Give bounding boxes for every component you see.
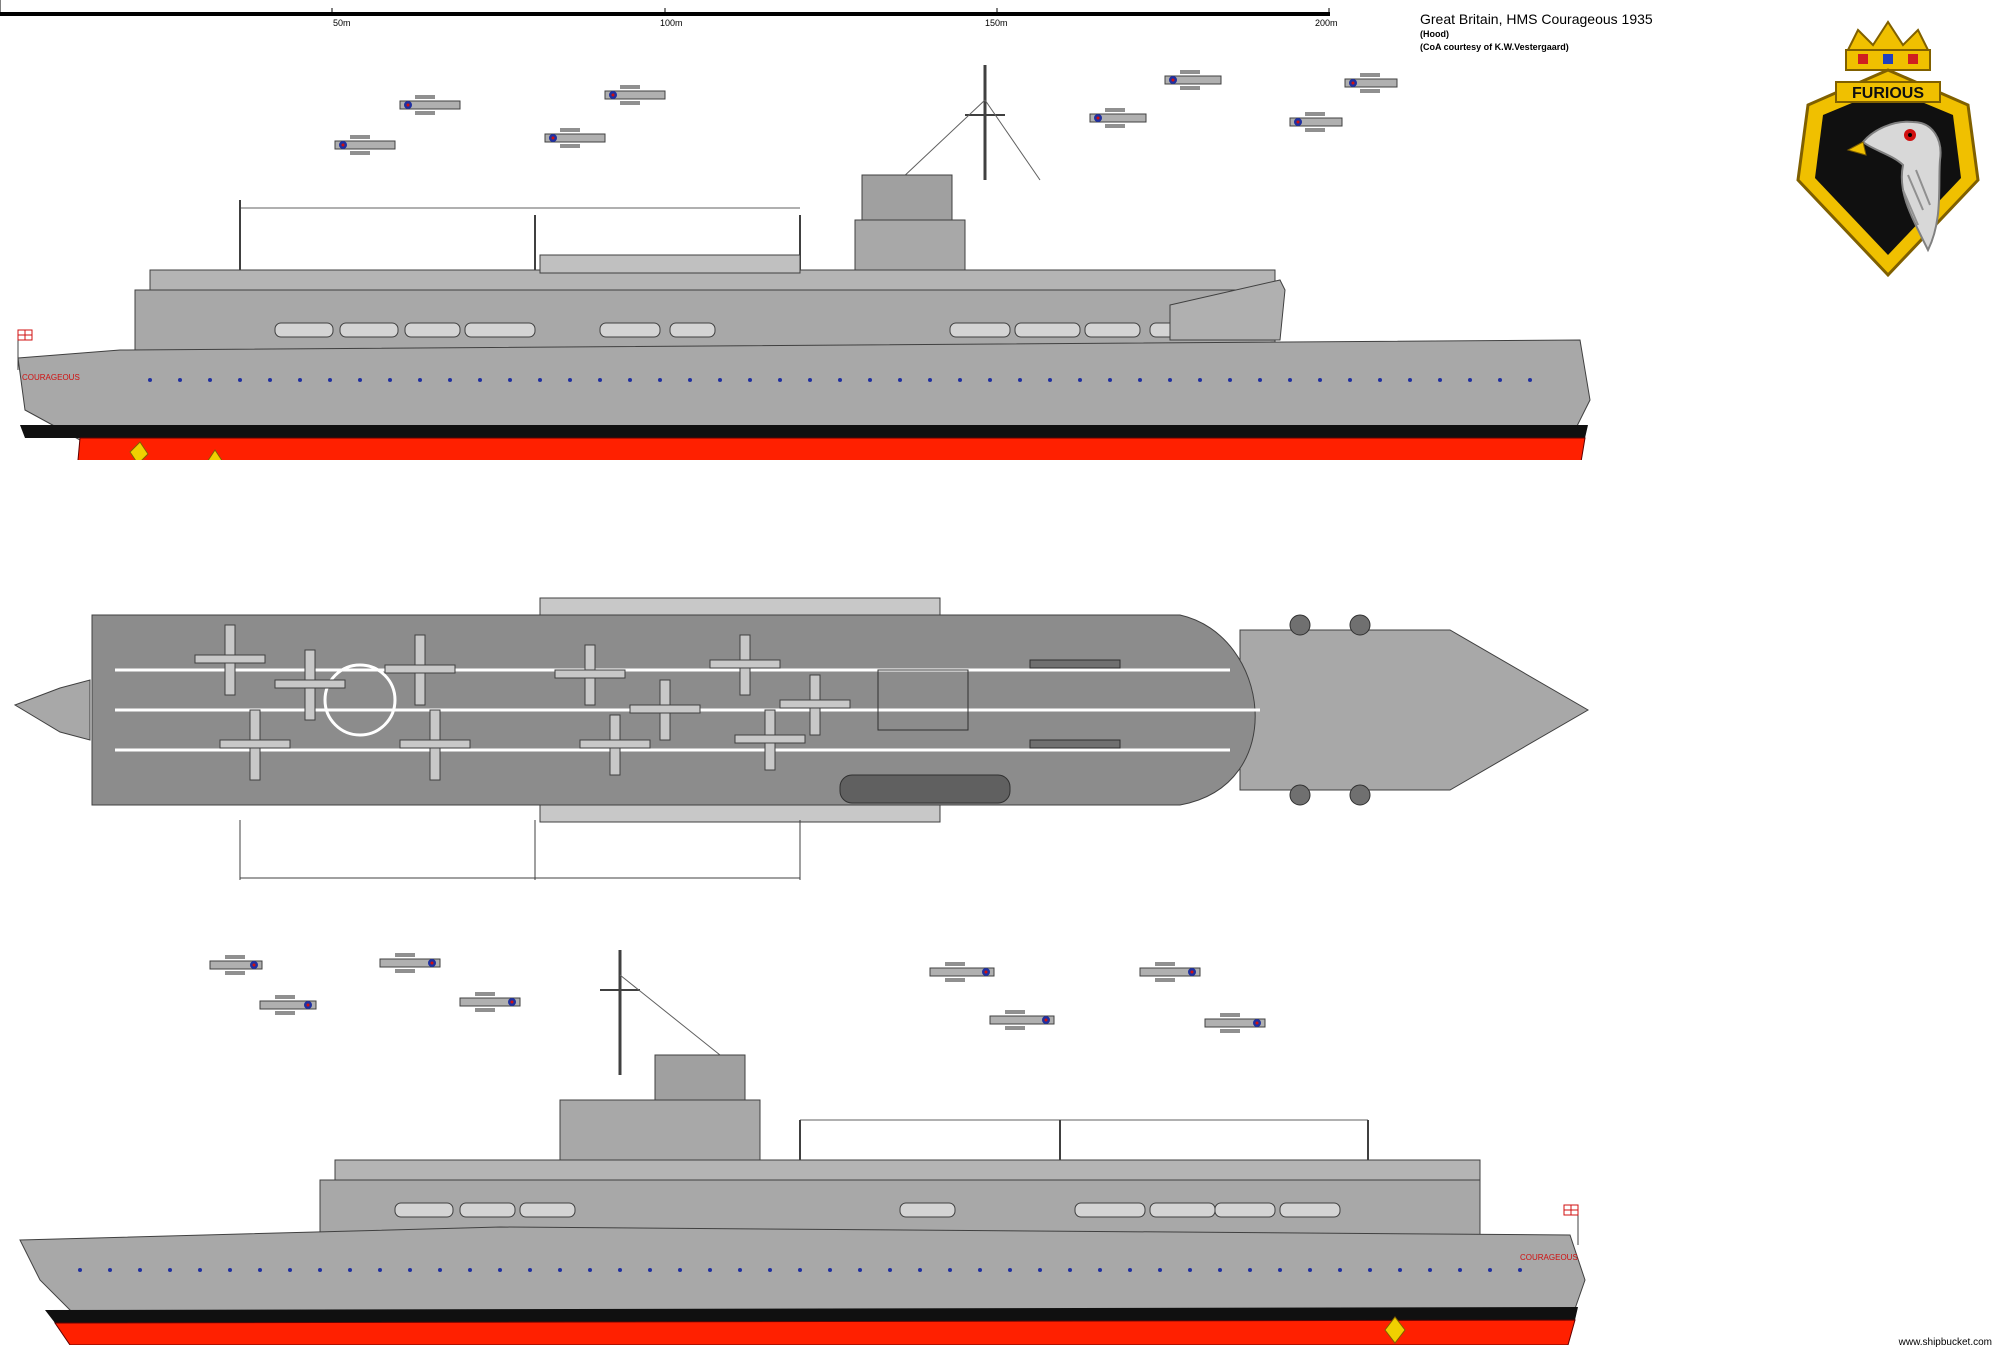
author-credit: (Hood) — [1420, 29, 1449, 39]
hull-name-starboard: COURAGEOUS — [22, 373, 80, 382]
biplane-icon — [1089, 108, 1147, 128]
biplane-icon — [194, 624, 266, 696]
biplane-icon — [929, 962, 995, 982]
scale-tick-200: 200m — [1315, 18, 1338, 28]
biplane-icon — [1139, 962, 1201, 982]
scale-tick-100: 100m — [660, 18, 683, 28]
boot-topping — [20, 425, 1588, 438]
biplane-icon — [579, 714, 651, 776]
propeller-icon — [129, 441, 149, 460]
biplane-icon — [219, 709, 291, 781]
biplane-icon — [1204, 1013, 1266, 1033]
ensign-flag-icon — [17, 329, 33, 370]
aircraft-group-lower — [209, 953, 1266, 1033]
biplane-icon — [604, 85, 666, 105]
biplane-icon — [384, 634, 456, 706]
biplane-icon — [709, 634, 781, 696]
island-port — [559, 1099, 761, 1171]
biplane-icon — [399, 95, 461, 115]
title-block: Great Britain, HMS Courageous 1935 (Hood… — [1420, 10, 1653, 54]
flight-deck-edge-port — [334, 1159, 1481, 1181]
funnel — [861, 174, 953, 221]
ship-crest: FURIOUS — [1796, 20, 1980, 278]
biplane-icon — [554, 644, 626, 706]
forward-lift — [877, 669, 969, 731]
boot-topping-port — [45, 1307, 1578, 1323]
propeller-icon — [1384, 1316, 1406, 1344]
biplane-icon — [459, 992, 521, 1012]
biplane-icon — [379, 953, 441, 973]
hull-name-port: COURAGEOUS — [1520, 1253, 1578, 1262]
biplane-icon — [734, 709, 806, 771]
antifouling-underbody — [77, 437, 1586, 460]
crest-motto: FURIOUS — [1852, 85, 1924, 102]
plan-view — [13, 597, 1589, 880]
biplane-icon — [1289, 112, 1343, 132]
antifouling-underbody-port — [54, 1319, 1576, 1345]
scale-bar — [0, 0, 1330, 16]
biplane-icon — [274, 649, 346, 721]
scale-tick-50: 50m — [333, 18, 351, 28]
drawing-title: Great Britain, HMS Courageous 1935 — [1420, 11, 1653, 27]
biplane-icon — [1164, 70, 1222, 90]
forecastle — [1239, 629, 1589, 791]
port-profile: COURAGEOUS — [19, 950, 1586, 1345]
biplane-icon — [399, 709, 471, 781]
biplane-icon — [629, 679, 701, 741]
biplane-icon — [989, 1010, 1055, 1030]
biplane-icon — [209, 955, 263, 975]
hull-port — [19, 1226, 1586, 1331]
funnel-port — [654, 1054, 746, 1101]
hangar-sides — [134, 289, 1276, 351]
ensign-flag-icon — [1563, 1204, 1579, 1245]
watermark: www.shipbucket.com — [1898, 1337, 1992, 1348]
starboard-profile: COURAGEOUS — [17, 65, 1591, 460]
biplane-icon — [334, 135, 396, 155]
biplane-icon — [544, 128, 606, 148]
naval-crown-icon — [1845, 20, 1931, 71]
propeller-icon — [207, 449, 223, 460]
eagle-head-icon — [1846, 120, 1942, 253]
biplane-icon — [1344, 73, 1398, 93]
biplane-icon — [259, 995, 317, 1015]
aircraft-group-upper — [334, 70, 1398, 155]
scale-tick-150: 150m — [985, 18, 1008, 28]
coa-credit: (CoA courtesy of K.W.Vestergaard) — [1420, 42, 1569, 52]
hull — [17, 339, 1591, 441]
biplane-icon — [779, 674, 851, 736]
